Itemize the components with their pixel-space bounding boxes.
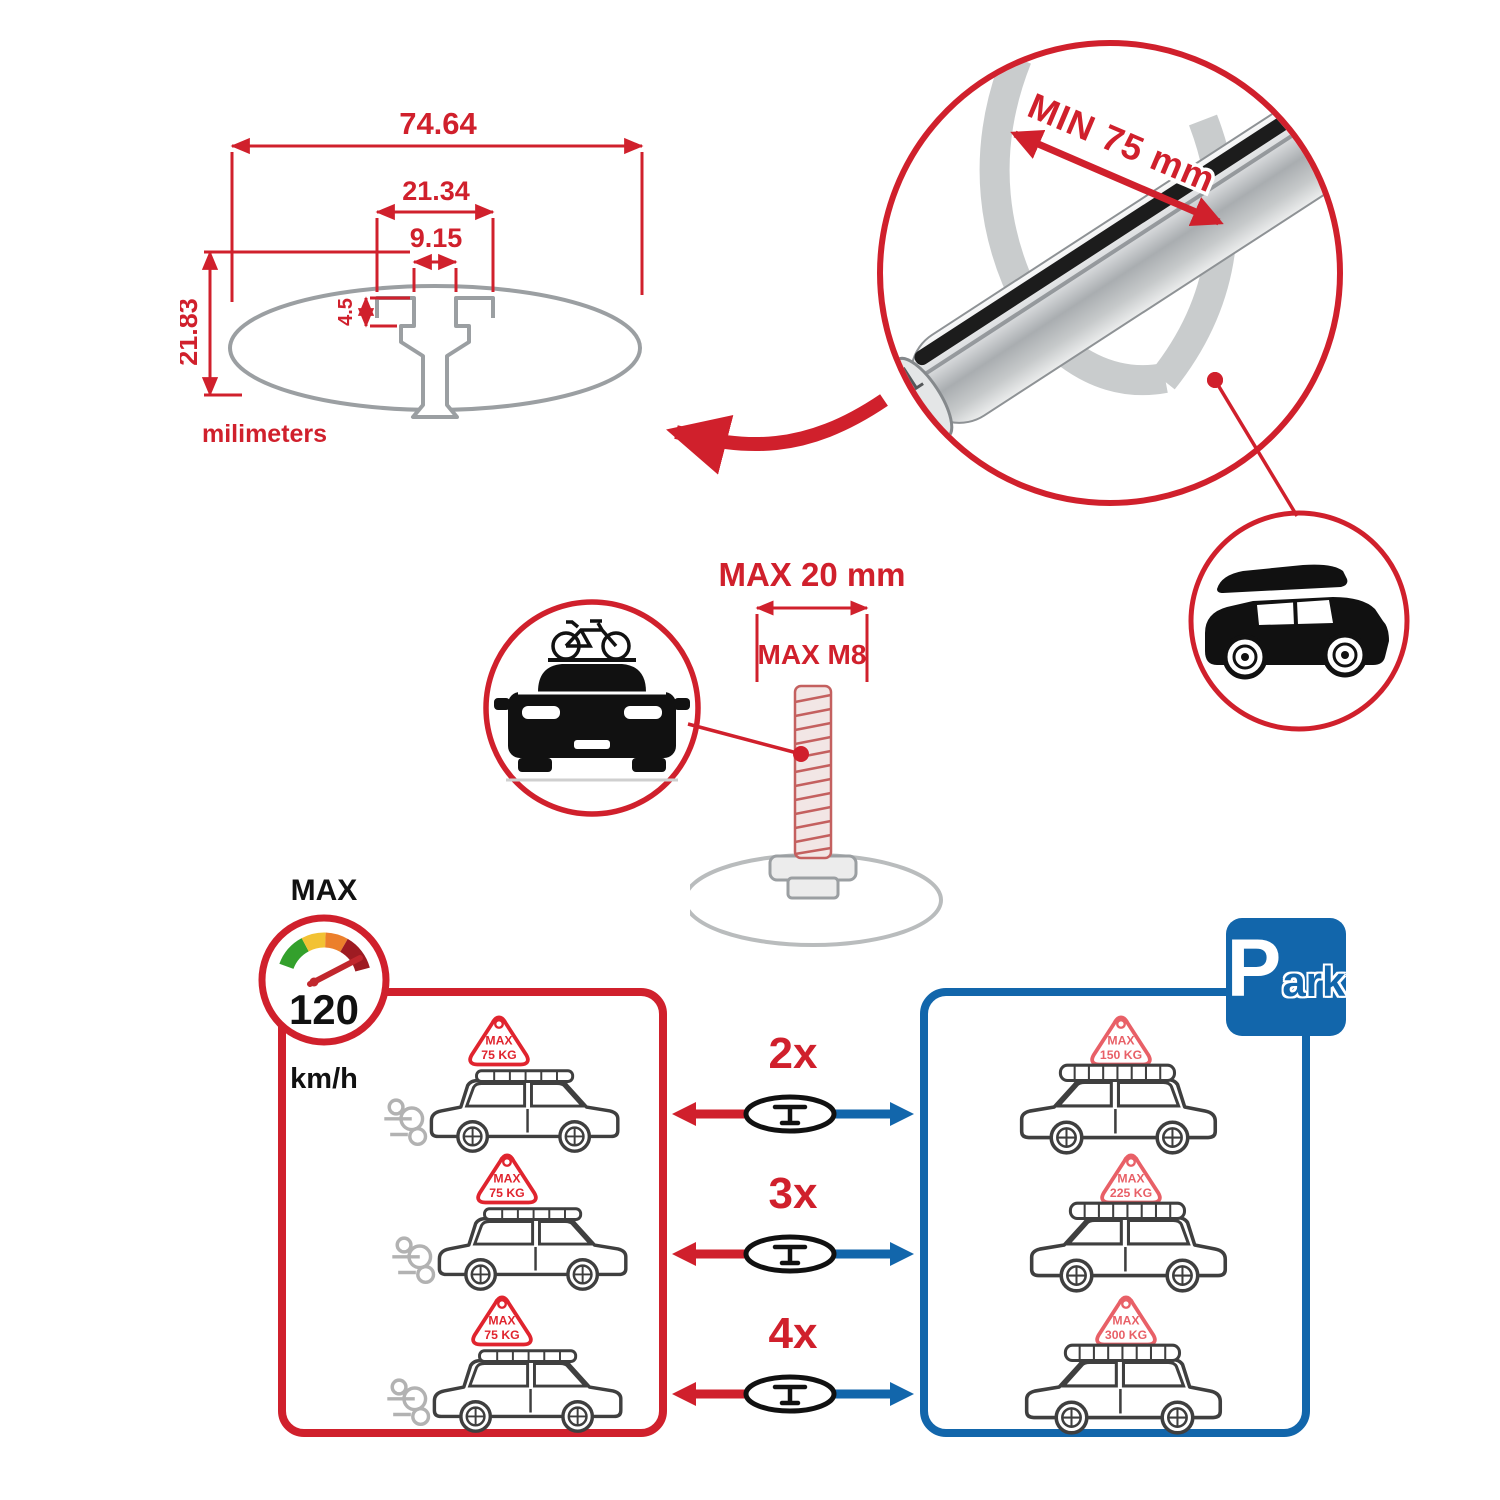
bolt-t-head <box>768 854 858 882</box>
right-arrowhead <box>890 1102 914 1126</box>
min-span-arrow <box>1010 129 1224 227</box>
parked-car-icon <box>1029 1201 1228 1293</box>
bolt-max-width-label: MAX 20 mm <box>718 556 905 593</box>
gauge-needle <box>307 955 363 987</box>
driving-car-row-1: MAX 75 KG <box>380 1012 630 1162</box>
bolt-thread-label: MAX M8 <box>758 639 867 670</box>
parked-car-icon <box>1024 1343 1223 1435</box>
detail-to-profile-arrow <box>666 394 888 475</box>
driving-car-icon <box>390 1207 628 1291</box>
sign-line2: 75 KG <box>484 1328 519 1342</box>
speed-limit-gauge: MAX 120 km/h <box>258 874 390 1095</box>
speed-units: km/h <box>290 1063 358 1095</box>
bar-profile-oval-icon <box>746 1377 834 1411</box>
roof-box-car-icon <box>1205 564 1389 680</box>
option-row-4x: 4x <box>668 1312 918 1424</box>
car-front-bike-circle <box>483 599 701 817</box>
driving-car-icon <box>385 1349 623 1433</box>
sign-line2: 300 KG <box>1105 1328 1147 1342</box>
option-arrows <box>672 1084 914 1144</box>
dimension-lines <box>201 137 644 397</box>
load-sign: MAX 300 KG <box>1093 1292 1159 1348</box>
load-sign: MAX 75 KG <box>474 1150 540 1206</box>
gauge-needle-hub <box>309 977 319 987</box>
bolt-head-stem <box>786 876 840 900</box>
profile-cross-section-diagram: 74.64 21.34 9.15 4.5 21.83 milimeters <box>180 106 644 448</box>
sign-line1: MAX <box>1112 1314 1140 1328</box>
parked-car-row-3: MAX 300 KG <box>1013 1292 1253 1442</box>
gauge-arc-segments <box>279 932 370 972</box>
crossbar-detail-circle: MIN 75 mm <box>877 40 1343 506</box>
option-row-2x: 2x <box>668 1032 918 1144</box>
sign-line2: 75 KG <box>481 1048 516 1062</box>
profile-t-slot-channel <box>375 296 495 419</box>
driving-car-icon <box>382 1069 620 1153</box>
right-arrowhead <box>890 1382 914 1406</box>
driving-car-row-3: MAX 75 KG <box>383 1292 633 1442</box>
bolt-dimensions <box>755 600 869 682</box>
parked-car-row-2: MAX 225 KG <box>1018 1150 1258 1300</box>
qty-label: 2x <box>768 1029 818 1078</box>
parked-car-row-1: MAX 150 KG <box>1008 1012 1248 1162</box>
dim-total-width: 74.64 <box>399 106 477 141</box>
left-arrowhead <box>672 1382 696 1406</box>
bolt-icon <box>793 684 833 860</box>
dim-total-height: 21.83 <box>180 298 203 366</box>
option-arrows <box>672 1364 914 1424</box>
option-arrows <box>672 1224 914 1284</box>
dim-channel-width: 21.34 <box>402 176 470 206</box>
load-sign: MAX 75 KG <box>469 1292 535 1348</box>
dim-slot-width: 9.15 <box>410 223 463 253</box>
bar-profile-oval-icon <box>746 1097 834 1131</box>
left-arrowhead <box>672 1242 696 1266</box>
sign-line2: 75 KG <box>489 1186 524 1200</box>
load-sign: MAX 75 KG <box>466 1012 532 1068</box>
sign-line2: 150 KG <box>1100 1048 1142 1062</box>
sign-line1: MAX <box>1107 1034 1135 1048</box>
driving-car-row-2: MAX 75 KG <box>388 1150 638 1300</box>
qty-label: 3x <box>768 1169 818 1218</box>
clamp-callout-dot <box>1207 372 1223 388</box>
car-front-icon <box>494 658 690 772</box>
load-sign: MAX 225 KG <box>1098 1150 1164 1206</box>
sign-line1: MAX <box>488 1314 516 1328</box>
park-sign-suffix: ark <box>1282 958 1346 1005</box>
right-arrowhead <box>890 1242 914 1266</box>
roofbox-car-circle <box>1188 510 1410 732</box>
parked-car-icon <box>1019 1063 1218 1155</box>
circle-border <box>877 40 1343 506</box>
sign-line1: MAX <box>493 1172 521 1186</box>
qty-label: 4x <box>768 1309 818 1358</box>
sign-line1: MAX <box>1117 1172 1145 1186</box>
speed-value: 120 <box>289 986 359 1033</box>
park-sign-letter: P <box>1226 923 1282 1014</box>
option-row-3x: 3x <box>668 1172 918 1284</box>
sign-line2: 225 KG <box>1110 1186 1152 1200</box>
speed-max-label: MAX <box>291 874 358 907</box>
dim-lip-height: 4.5 <box>335 298 357 326</box>
units-label: milimeters <box>202 420 327 448</box>
load-sign: MAX 150 KG <box>1088 1012 1154 1068</box>
sign-line1: MAX <box>485 1034 513 1048</box>
bolt-diagram: MAX 20 mm MAX M8 <box>690 556 943 947</box>
left-arrowhead <box>672 1102 696 1126</box>
bar-profile-oval-icon <box>746 1237 834 1271</box>
